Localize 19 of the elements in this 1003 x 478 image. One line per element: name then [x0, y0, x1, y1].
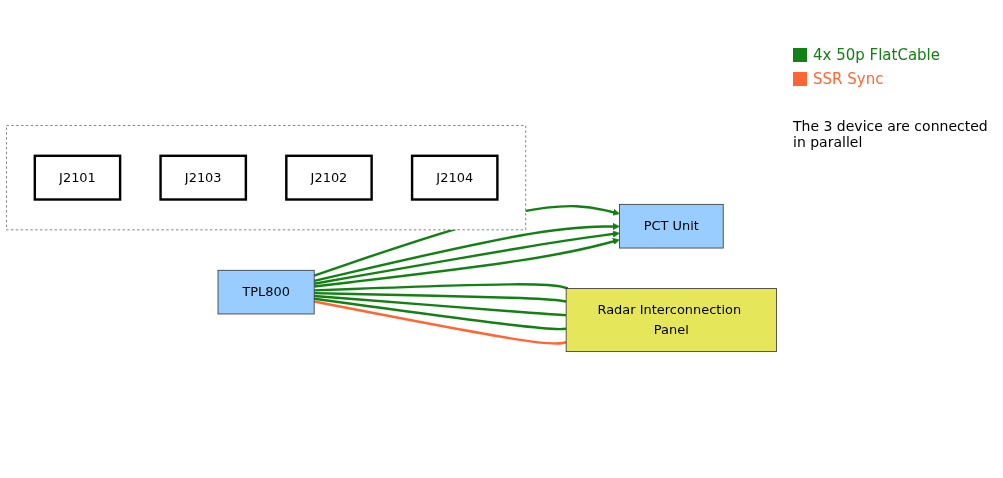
connector [314, 295, 567, 317]
node-box: TPL800 [217, 270, 315, 315]
arrow [313, 223, 620, 283]
note-text: The 3 device are connected in parallel [793, 118, 989, 150]
node-box: PCT Unit [619, 204, 724, 249]
node-box: J2104 [410, 155, 499, 202]
arrow [314, 238, 620, 289]
connector [314, 283, 569, 293]
node-box: J2101 [33, 155, 122, 202]
arrow [313, 230, 620, 286]
connector [314, 297, 567, 331]
cluster [6, 125, 527, 231]
legend-text: SSR Sync [813, 70, 884, 88]
node-box: J2103 [159, 155, 248, 202]
connector [313, 300, 567, 346]
node-box: Radar Interconnection Panel [565, 288, 777, 353]
node-box: J2102 [285, 155, 373, 202]
connector [314, 292, 567, 304]
legend-text: 4x 50p FlatCable [813, 46, 941, 64]
